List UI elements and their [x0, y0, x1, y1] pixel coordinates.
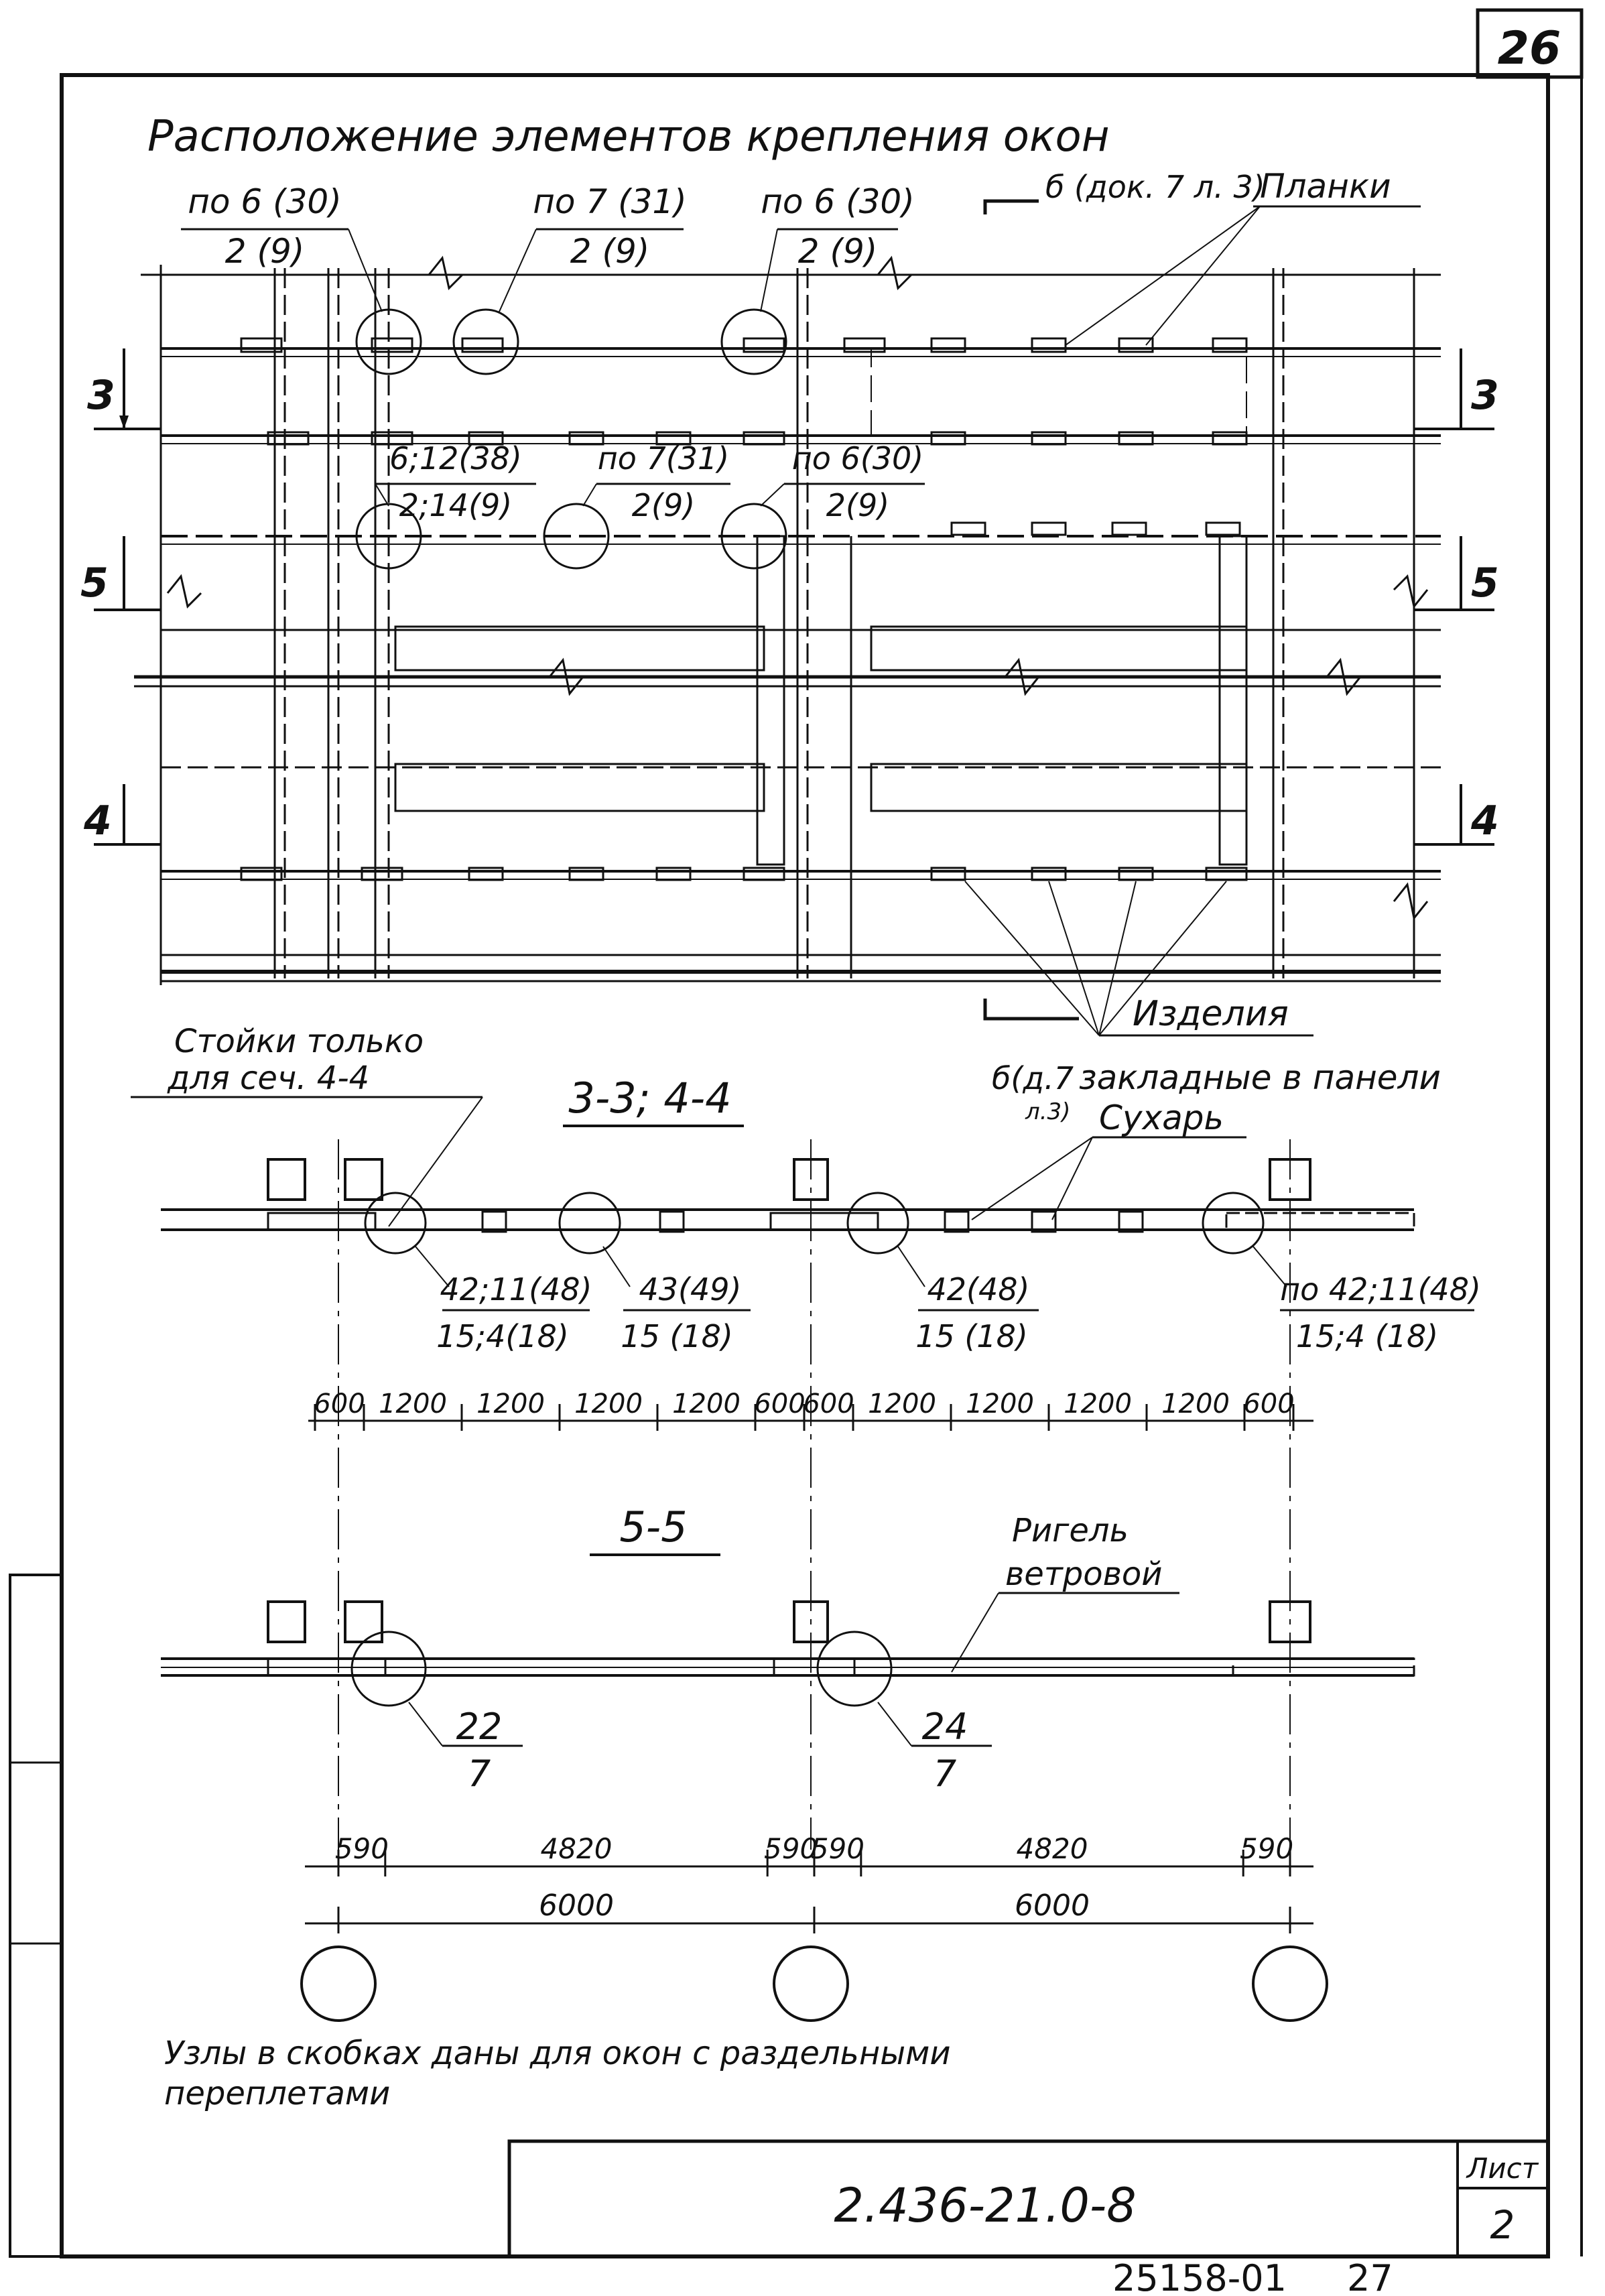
- callout-top: 43(49): [639, 1271, 742, 1308]
- axis-marker: [300, 1946, 377, 2022]
- drawing-code: 2.436-21.0-8: [834, 2178, 1136, 2233]
- section-mark: 5: [1471, 560, 1499, 607]
- title-block: 2.436-21.0-8 Лист 2: [507, 2139, 1550, 2258]
- callout-circle: [558, 1192, 621, 1255]
- plan-view: по 6 (30) 2 (9) по 7 (31) 2 (9) по 6 (30…: [80, 167, 1499, 1125]
- callout-top: по 42;11(48): [1280, 1271, 1481, 1308]
- ref-bottom-a: б(д.7: [992, 1060, 1074, 1096]
- section-mark: 5: [80, 560, 109, 607]
- ref-top: б (док. 7 л. 3): [1045, 169, 1265, 205]
- callout-circle: [720, 503, 787, 570]
- callout-circle: [364, 1192, 427, 1255]
- dim-label: 1200: [1161, 1389, 1230, 1419]
- label-izdelia: Изделия: [1133, 994, 1289, 1034]
- callout-top: 22: [456, 1706, 503, 1748]
- section-5-5: 5-5 Ригель ветровой 22 7 24 7 590 4820 590…: [161, 1503, 1415, 2022]
- callout-bottom: 2 (9): [570, 232, 650, 271]
- callout-circle: [1202, 1192, 1265, 1255]
- label-vetrovoy: ветровой: [1005, 1555, 1162, 1593]
- section-mark: 3: [87, 372, 115, 419]
- dim-label: 1200: [1064, 1389, 1132, 1419]
- callout-bottom: 2(9): [632, 487, 695, 523]
- label-suhar: Сухарь: [1099, 1098, 1224, 1137]
- dim-label: 590: [335, 1832, 389, 1865]
- axis-marker: [1252, 1946, 1328, 2022]
- callout-bottom: 15;4(18): [436, 1318, 569, 1354]
- callout-circle: [355, 308, 422, 375]
- dim-label: 590: [811, 1832, 864, 1865]
- dim-label: 590: [1240, 1832, 1293, 1865]
- drawing-title: Расположение элементов крепления окон: [147, 112, 1110, 162]
- footnote-line2: переплетами: [164, 2075, 390, 2112]
- sheet-number: 2: [1490, 2202, 1515, 2248]
- dim-label: 6000: [1015, 1889, 1090, 1923]
- dim-label: 1200: [966, 1389, 1034, 1419]
- callout-circle: [543, 503, 610, 570]
- label-planki: Планки: [1260, 167, 1391, 206]
- binding-strip: [9, 1574, 64, 2258]
- callout-top: 42(48): [927, 1271, 1030, 1308]
- callout-circle: [452, 308, 519, 375]
- callout-top: по 6 (30): [761, 182, 915, 221]
- callout-bottom: 7: [934, 1752, 956, 1795]
- callout-bottom: 15 (18): [915, 1318, 1028, 1354]
- note-line1: Стойки только: [174, 1023, 424, 1060]
- callout-top: по 6(30): [792, 440, 924, 476]
- label-rigel: Ригель: [1012, 1512, 1129, 1549]
- archive-page: 27: [1347, 2257, 1393, 2296]
- note-line2: для сеч. 4-4: [167, 1060, 369, 1097]
- section-title: 3-3; 4-4: [568, 1074, 731, 1123]
- callout-bottom: 15 (18): [621, 1318, 733, 1354]
- callout-circle: [816, 1631, 893, 1707]
- dim-label: 600: [1243, 1389, 1294, 1419]
- section-mark: 4: [83, 798, 112, 844]
- callout-top: 6;12(38): [389, 440, 522, 476]
- dim-label: 1200: [868, 1389, 936, 1419]
- callout-bottom: 2 (9): [798, 232, 878, 271]
- label-zakladnye: закладные в панели: [1079, 1058, 1441, 1097]
- callout-bottom: 2(9): [826, 487, 889, 523]
- corner-box: [1476, 8, 1584, 79]
- callout-top: по 7 (31): [533, 182, 687, 221]
- callout-bottom: 2 (9): [225, 232, 305, 271]
- callout-top: по 7(31): [598, 440, 730, 476]
- dim-label: 4820: [541, 1832, 613, 1865]
- dim-label: 6000: [539, 1889, 614, 1923]
- section-mark: 4: [1470, 798, 1499, 844]
- callout-circle: [720, 308, 787, 375]
- dim-label: 590: [764, 1832, 818, 1865]
- ref-bottom-b: л.3): [1025, 1098, 1070, 1125]
- section-mark: 3: [1471, 372, 1499, 419]
- section-marks: 3 3 5 5 4 4: [80, 348, 1499, 846]
- sheet-label: Лист: [1466, 2152, 1539, 2185]
- dim-label: 4820: [1017, 1832, 1088, 1865]
- axis-marker: [773, 1946, 849, 2022]
- archive-number: 25158-01: [1112, 2257, 1287, 2296]
- corner-number: 26: [1498, 22, 1561, 75]
- callout-top: 24: [922, 1706, 968, 1748]
- dim-label: 1200: [672, 1389, 741, 1419]
- dim-label: 600: [314, 1389, 365, 1419]
- section-3-3-4-4: Стойки только для сеч. 4-4 3-3; 4-4 Суха…: [131, 1023, 1481, 1431]
- dim-label: 600: [803, 1389, 854, 1419]
- callout-top: 42;11(48): [440, 1271, 592, 1308]
- callout-bottom: 7: [468, 1752, 491, 1795]
- callout-circle: [350, 1631, 427, 1707]
- dim-label: 1200: [379, 1389, 447, 1419]
- dim-label: 600: [754, 1389, 805, 1419]
- callout-bottom: 2;14(9): [399, 487, 512, 523]
- callout-circle: [846, 1192, 909, 1255]
- dim-label: 1200: [476, 1389, 545, 1419]
- callout-bottom: 15;4 (18): [1296, 1318, 1438, 1354]
- callout-circle: [355, 503, 422, 570]
- callout-top: по 6 (30): [188, 182, 342, 221]
- footnote-line1: Узлы в скобках даны для окон с раздельны…: [164, 2035, 951, 2072]
- plank-row: [240, 337, 1248, 881]
- section-title: 5-5: [619, 1503, 687, 1551]
- dim-label: 1200: [574, 1389, 643, 1419]
